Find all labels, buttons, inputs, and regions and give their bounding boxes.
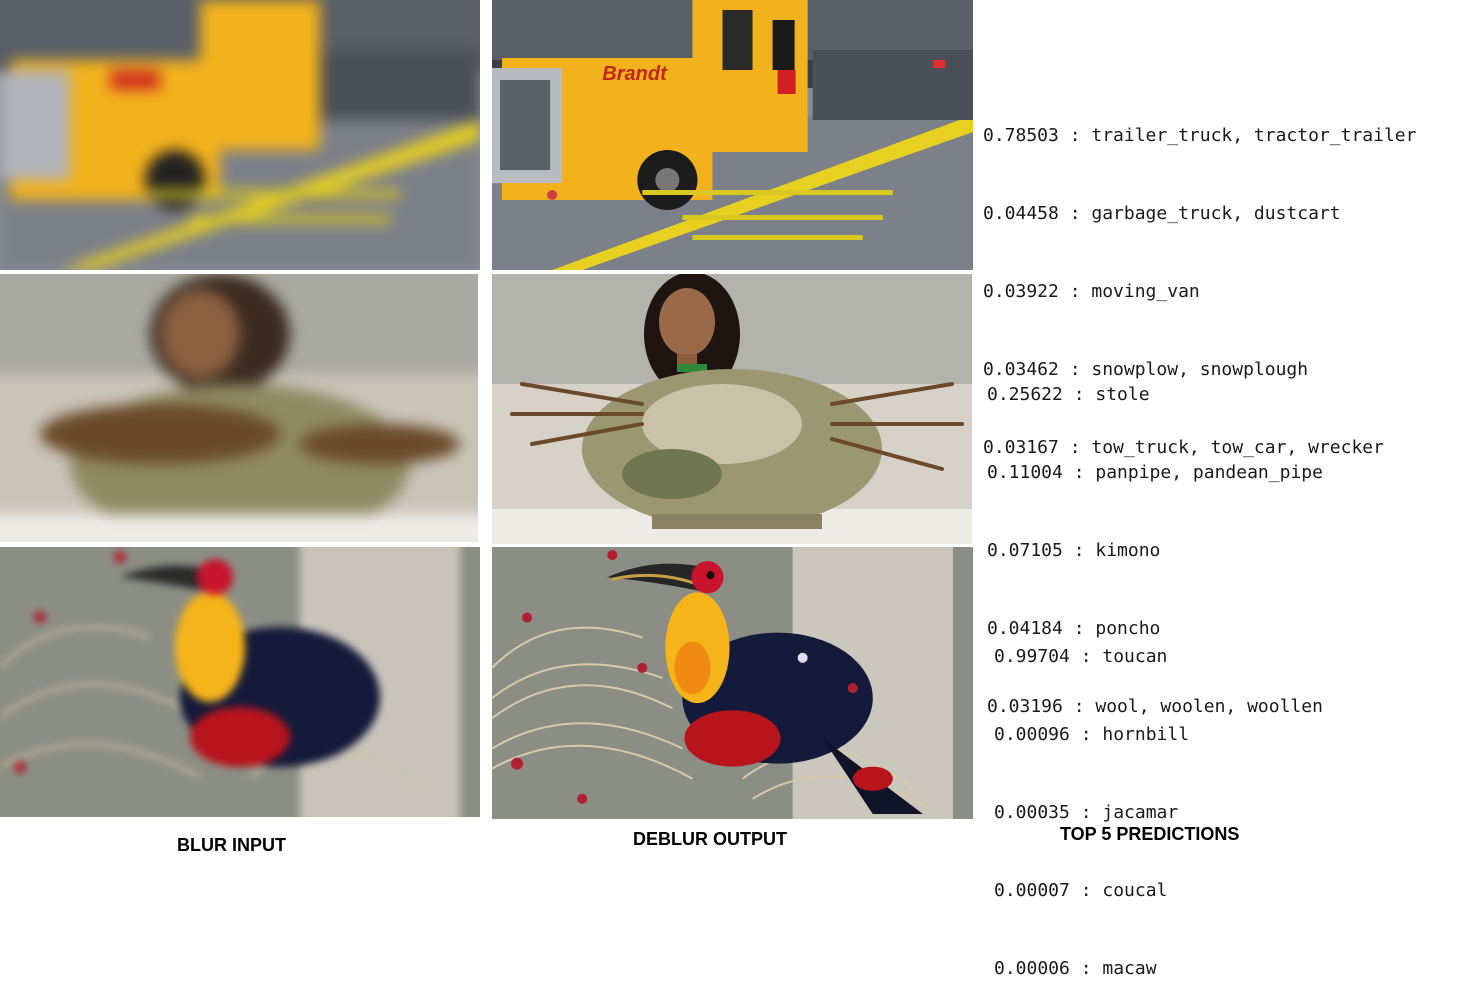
toucan-top5-predictions: 0.99704 : toucan 0.00096 : hornbill 0.00… <box>994 592 1189 1008</box>
prediction-line: 0.03196 : wool, woolen, woollen <box>987 696 1323 717</box>
truck-top5-predictions: 0.78503 : trailer_truck, tractor_trailer… <box>983 71 1416 487</box>
toucan-blur-input-image <box>0 547 480 817</box>
top5-predictions-caption: TOP 5 PREDICTIONS <box>1060 824 1240 844</box>
prediction-line: 0.25622 : stole <box>987 384 1150 405</box>
prediction-line: 0.04458 : garbage_truck, dustcart <box>983 203 1341 224</box>
prediction-line: 0.78503 : trailer_truck, tractor_trailer <box>983 125 1417 146</box>
prediction-line: 0.00035 : jacamar <box>994 802 1179 823</box>
prediction-line: 0.00096 : hornbill <box>994 724 1190 745</box>
svg-text:Brandt: Brandt <box>602 63 668 85</box>
deblur-output-caption: DEBLUR OUTPUT <box>633 829 787 849</box>
prediction-line: 0.03922 : moving_van <box>983 281 1200 302</box>
girl-deblur-output-image <box>492 274 972 544</box>
prediction-line: 0.00007 : coucal <box>994 880 1168 901</box>
prediction-line: 0.11004 : panpipe, pandean_pipe <box>987 462 1323 483</box>
girl-blur-input-image <box>0 274 478 542</box>
prediction-line: 0.03167 : tow_truck, tow_car, wrecker <box>983 437 1384 458</box>
prediction-line: 0.00006 : macaw <box>994 958 1157 979</box>
truck-blur-input-image <box>0 0 480 270</box>
blur-input-caption: BLUR INPUT <box>177 835 286 855</box>
toucan-deblur-output-image <box>492 547 973 819</box>
prediction-line: 0.03462 : snowplow, snowplough <box>983 359 1309 380</box>
prediction-line: 0.04184 : poncho <box>987 618 1161 639</box>
prediction-line: 0.07105 : kimono <box>987 540 1161 561</box>
truck-deblur-output-image: Brandt <box>492 0 973 270</box>
prediction-line: 0.99704 : toucan <box>994 646 1168 667</box>
girl-top5-predictions: 0.25622 : stole 0.11004 : panpipe, pande… <box>987 330 1323 746</box>
